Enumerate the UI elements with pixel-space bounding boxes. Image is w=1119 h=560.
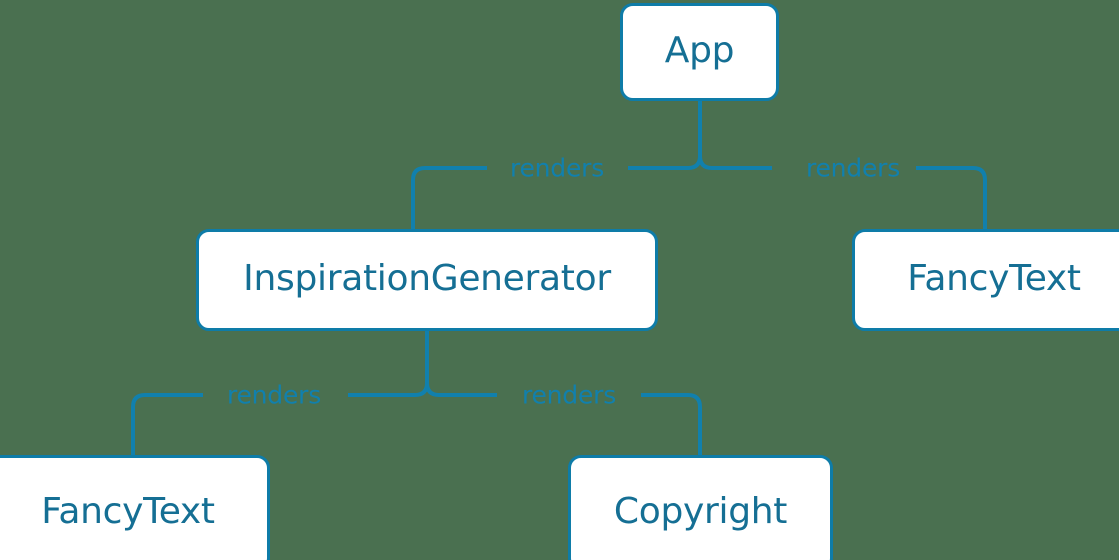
node-app[interactable]: App	[620, 3, 779, 101]
edge-inspiration-to-copyright-right-seg	[641, 393, 702, 455]
node-inspiration-generator[interactable]: InspirationGenerator	[196, 229, 658, 331]
node-fancytext-bottom[interactable]: FancyText	[0, 455, 270, 560]
edge-inspiration-fork-right	[425, 382, 451, 397]
edge-app-to-fancytext-right-seg	[916, 166, 987, 229]
edge-label-app-to-fancytext: renders	[805, 153, 901, 183]
node-app-label: App	[664, 30, 735, 71]
node-fancytext-right[interactable]: FancyText	[852, 229, 1119, 331]
edge-label-inspiration-to-copyright: renders	[521, 380, 617, 410]
node-fancytext-bottom-label: FancyText	[41, 491, 215, 532]
edge-app-to-inspiration-left-seg	[411, 166, 487, 229]
edge-label-app-to-inspiration: renders	[509, 153, 605, 183]
edge-inspiration-fork-left	[403, 382, 429, 397]
edge-app-fork-left	[676, 155, 702, 170]
node-fancytext-right-label: FancyText	[907, 258, 1081, 299]
edge-app-fork-right	[698, 155, 724, 170]
node-copyright-label: Copyright	[613, 491, 788, 532]
edge-inspiration-to-fancytext-left-seg	[131, 393, 203, 455]
node-copyright[interactable]: Copyright	[568, 455, 833, 560]
node-inspiration-generator-label: InspirationGenerator	[243, 258, 611, 299]
edge-label-inspiration-to-fancytext: renders	[226, 380, 322, 410]
